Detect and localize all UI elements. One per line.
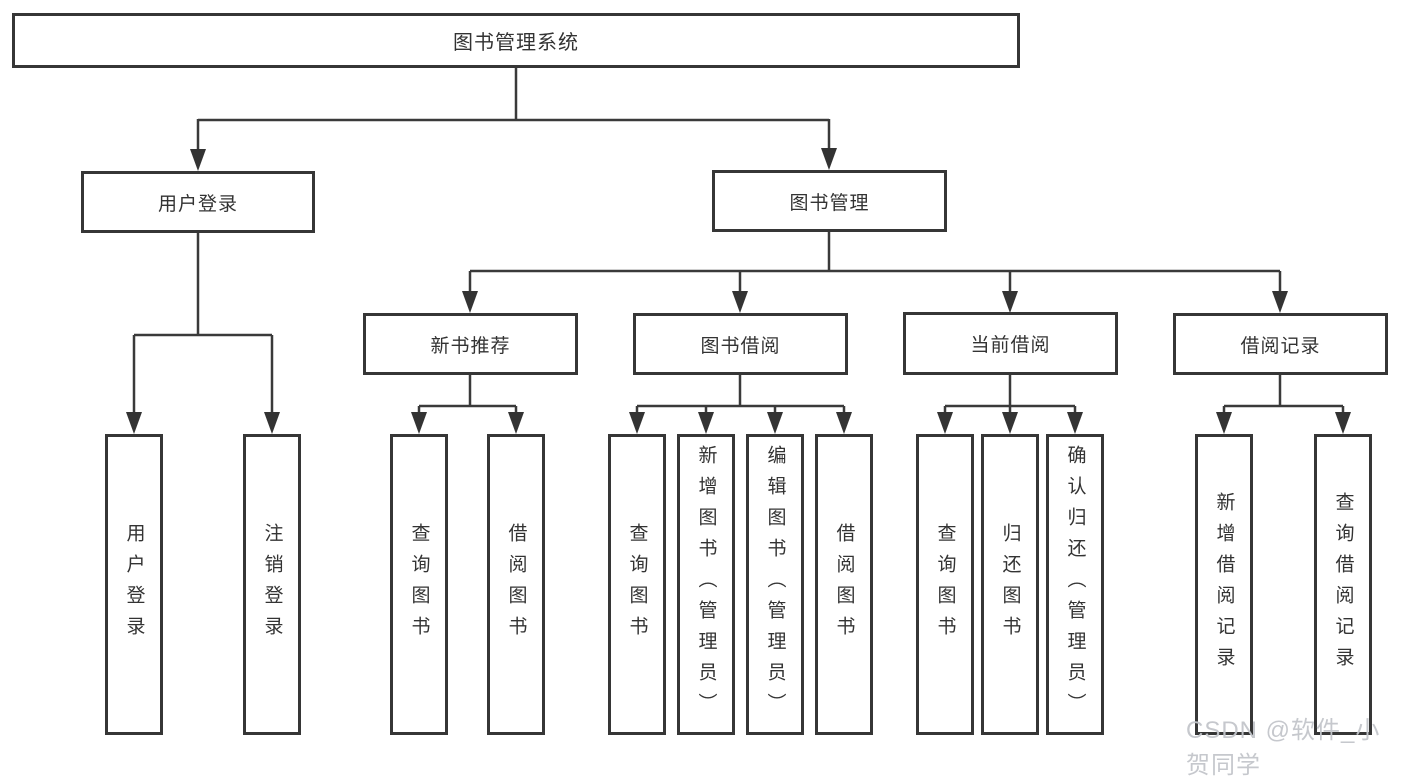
node-new-book-recommend: 新书推荐 xyxy=(363,313,578,375)
diagram-canvas: 图书管理系统 用户登录 图书管理 新书推荐 图书借阅 当前借阅 借阅记录 用户登… xyxy=(12,13,1388,779)
leaf-query-borrow-record: 查询借阅记录 xyxy=(1314,434,1372,735)
node-label: 注销登录 xyxy=(261,522,283,647)
node-label: 图书借阅 xyxy=(700,335,781,357)
node-library-system: 图书管理系统 xyxy=(12,13,1020,68)
node-book-management: 图书管理 xyxy=(712,170,947,232)
leaf-borrow-books-borrowing: 借阅图书 xyxy=(815,434,873,735)
node-label: 新增图书（管理员） xyxy=(695,445,717,724)
node-label: 用户登录 xyxy=(157,193,238,215)
node-label: 归还图书 xyxy=(999,522,1021,647)
node-label: 编辑图书（管理员） xyxy=(764,445,786,724)
node-label: 图书管理系统 xyxy=(453,32,579,54)
leaf-confirm-return-admin: 确认归还（管理员） xyxy=(1046,434,1104,735)
node-label: 确认归还（管理员） xyxy=(1064,445,1086,724)
node-label: 借阅图书 xyxy=(505,522,527,647)
node-borrowing-records: 借阅记录 xyxy=(1173,313,1388,375)
node-current-borrowing: 当前借阅 xyxy=(903,312,1118,375)
node-label: 查询图书 xyxy=(408,522,430,647)
leaf-add-borrow-record: 新增借阅记录 xyxy=(1195,434,1253,735)
node-user-login: 用户登录 xyxy=(81,171,315,233)
node-label: 借阅记录 xyxy=(1240,335,1321,357)
node-label: 查询借阅记录 xyxy=(1332,491,1354,678)
leaf-return-books: 归还图书 xyxy=(981,434,1039,735)
node-label: 查询图书 xyxy=(626,522,648,647)
leaf-query-books-current: 查询图书 xyxy=(916,434,974,735)
leaf-user-login: 用户登录 xyxy=(105,434,163,735)
leaf-edit-book-admin: 编辑图书（管理员） xyxy=(746,434,804,735)
node-label: 新书推荐 xyxy=(430,335,511,357)
leaf-query-books-recommend: 查询图书 xyxy=(390,434,448,735)
node-label: 用户登录 xyxy=(123,522,145,647)
leaf-add-book-admin: 新增图书（管理员） xyxy=(677,434,735,735)
node-label: 图书管理 xyxy=(789,192,870,214)
node-label: 新增借阅记录 xyxy=(1213,491,1235,678)
node-label: 借阅图书 xyxy=(833,522,855,647)
node-label: 当前借阅 xyxy=(970,335,1051,356)
leaf-logout: 注销登录 xyxy=(243,434,301,735)
csdn-watermark: CSDN @软件_小贺同学 xyxy=(1186,717,1381,779)
leaf-borrow-books-recommend: 借阅图书 xyxy=(487,434,545,735)
node-label: 查询图书 xyxy=(934,522,956,647)
node-book-borrowing: 图书借阅 xyxy=(633,313,848,375)
leaf-query-books-borrowing: 查询图书 xyxy=(608,434,666,735)
